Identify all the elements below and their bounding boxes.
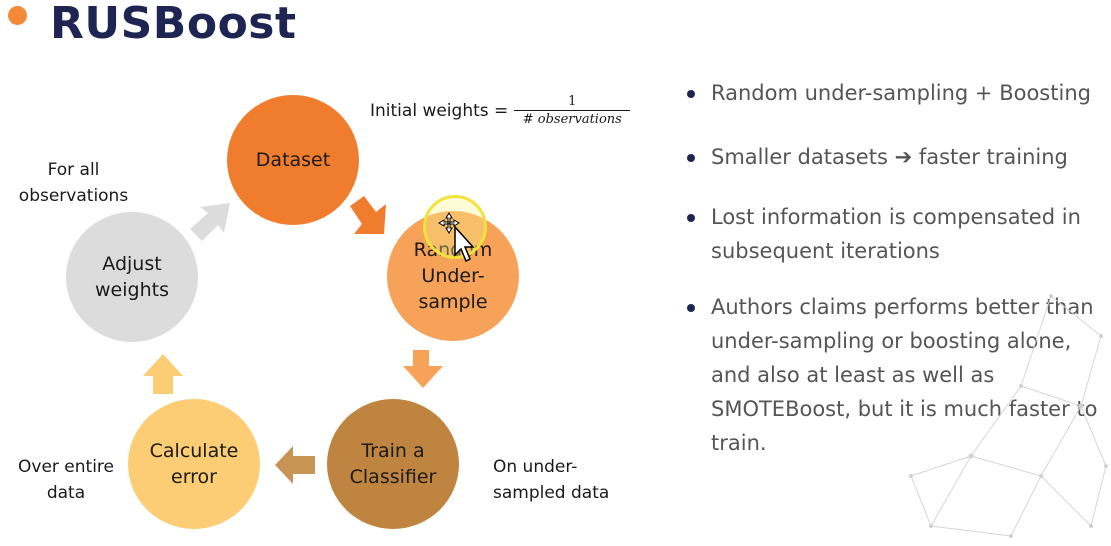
note-over-entire-data: Over entire data: [18, 457, 114, 503]
bullet-item: Authors claims performs better than unde…: [685, 290, 1105, 460]
slide-title: RUSBoost: [50, 0, 297, 49]
move-cursor-icon: [438, 212, 475, 263]
initial-weights-formula: Initial weights = 1 # observations: [370, 94, 631, 128]
formula-denominator: # observations: [522, 112, 622, 127]
note-on-undersampled-data: On under- sampled data: [493, 457, 610, 503]
arrow-adjust-to-dataset-icon: [190, 203, 230, 241]
arrow-calc-to-adjust-icon: [143, 354, 183, 394]
bullet-item: Smaller datasets ➔ faster training: [685, 140, 1105, 174]
formula-label: Initial weights =: [370, 101, 509, 121]
arrow-train-to-calc-icon: [275, 446, 315, 484]
bullet-dot-icon: [687, 90, 695, 98]
bullet-dot-icon: [687, 154, 695, 162]
formula-numerator: 1: [568, 94, 577, 109]
bullet-text: Lost information is compensated in subse…: [711, 205, 1081, 263]
cycle-step-adjust-weights: Adjust weights: [66, 212, 198, 342]
fraction-bar: [514, 110, 631, 111]
bullet-item: Random under-sampling + Boosting: [685, 76, 1105, 110]
cycle-step-dataset: Dataset: [227, 95, 359, 225]
bullet-item: Lost information is compensated in subse…: [685, 200, 1105, 268]
arrow-dataset-to-random-icon: [350, 196, 386, 234]
title-accent-dot: [8, 6, 27, 25]
bullet-text: Smaller datasets ➔ faster training: [711, 145, 1068, 169]
cycle-step-calculate-error: Calculate error: [128, 399, 260, 529]
cycle-step-train-classifier: Train a Classifier: [327, 399, 459, 529]
bullet-list: Random under-sampling + Boosting Smaller…: [685, 76, 1105, 490]
network-decoration: [909, 294, 1108, 538]
bullet-text: Authors claims performs better than unde…: [711, 295, 1098, 455]
formula-fraction: 1 # observations: [514, 94, 631, 128]
bullet-dot-icon: [687, 304, 695, 312]
note-for-all-observations: For all observations: [18, 160, 129, 206]
arrow-random-to-train-icon: [403, 350, 443, 388]
bullet-dot-icon: [687, 214, 695, 222]
bullet-text: Random under-sampling + Boosting: [711, 81, 1091, 105]
